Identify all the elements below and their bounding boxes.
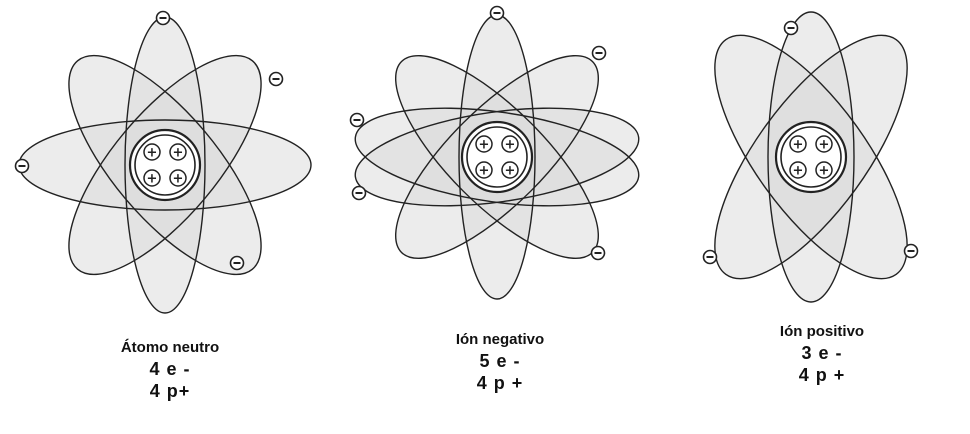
proton-sign: + (479, 138, 490, 153)
proton-sign: + (479, 164, 490, 179)
orbit-1 (354, 107, 640, 207)
atom-negative: + + + + (349, 5, 640, 300)
proton (815, 161, 833, 179)
orbit-1 (714, 34, 908, 280)
proton-sign: + (173, 172, 184, 187)
proton-sign: + (147, 146, 158, 161)
proton (789, 135, 807, 153)
nucleus-inner (780, 126, 842, 188)
proton-sign: + (173, 146, 184, 161)
proton-sign: + (793, 138, 804, 153)
atom-neutral: + + + + (14, 10, 312, 314)
caption-negative-ion: Ión negativo 5 e - 4 p + (410, 330, 590, 394)
proton (501, 161, 519, 179)
proton-count-neutral: 4 p+ (149, 381, 191, 401)
orbit-2 (68, 54, 262, 276)
proton (169, 169, 187, 187)
proton-count-positive: 4 p + (798, 365, 846, 385)
orbit-2 (354, 107, 640, 207)
atom-name-positive: Ión positivo (779, 323, 865, 340)
proton (789, 161, 807, 179)
atom-positive: + + + + (702, 11, 919, 303)
proton-sign: + (819, 164, 830, 179)
proton (475, 135, 493, 153)
caption-positive-ion: Ión positivo 3 e - 4 p + (732, 322, 912, 386)
proton (815, 135, 833, 153)
orbit-2 (714, 34, 908, 280)
proton-sign: + (819, 138, 830, 153)
atom-name-negative: Ión negativo (455, 331, 545, 348)
proton-count-negative: 4 p + (476, 373, 524, 393)
proton (501, 135, 519, 153)
proton-sign: + (793, 164, 804, 179)
atom-name-neutral: Átomo neutro (120, 339, 220, 356)
proton (475, 161, 493, 179)
proton (143, 169, 161, 187)
caption-neutral-atom: Átomo neutro 4 e - 4 p+ (80, 338, 260, 402)
electron-count-negative: 5 e - (479, 351, 521, 371)
proton-sign: + (505, 138, 516, 153)
proton-sign: + (505, 164, 516, 179)
electron-count-positive: 3 e - (801, 343, 843, 363)
proton (143, 143, 161, 161)
electron-count-neutral: 4 e - (149, 359, 191, 379)
nucleus-inner (466, 126, 528, 188)
nucleus-inner (134, 134, 196, 196)
orbit-0 (767, 11, 855, 303)
proton (169, 143, 187, 161)
orbit-4 (394, 54, 600, 260)
orbit-3 (68, 54, 262, 276)
proton-sign: + (147, 172, 158, 187)
